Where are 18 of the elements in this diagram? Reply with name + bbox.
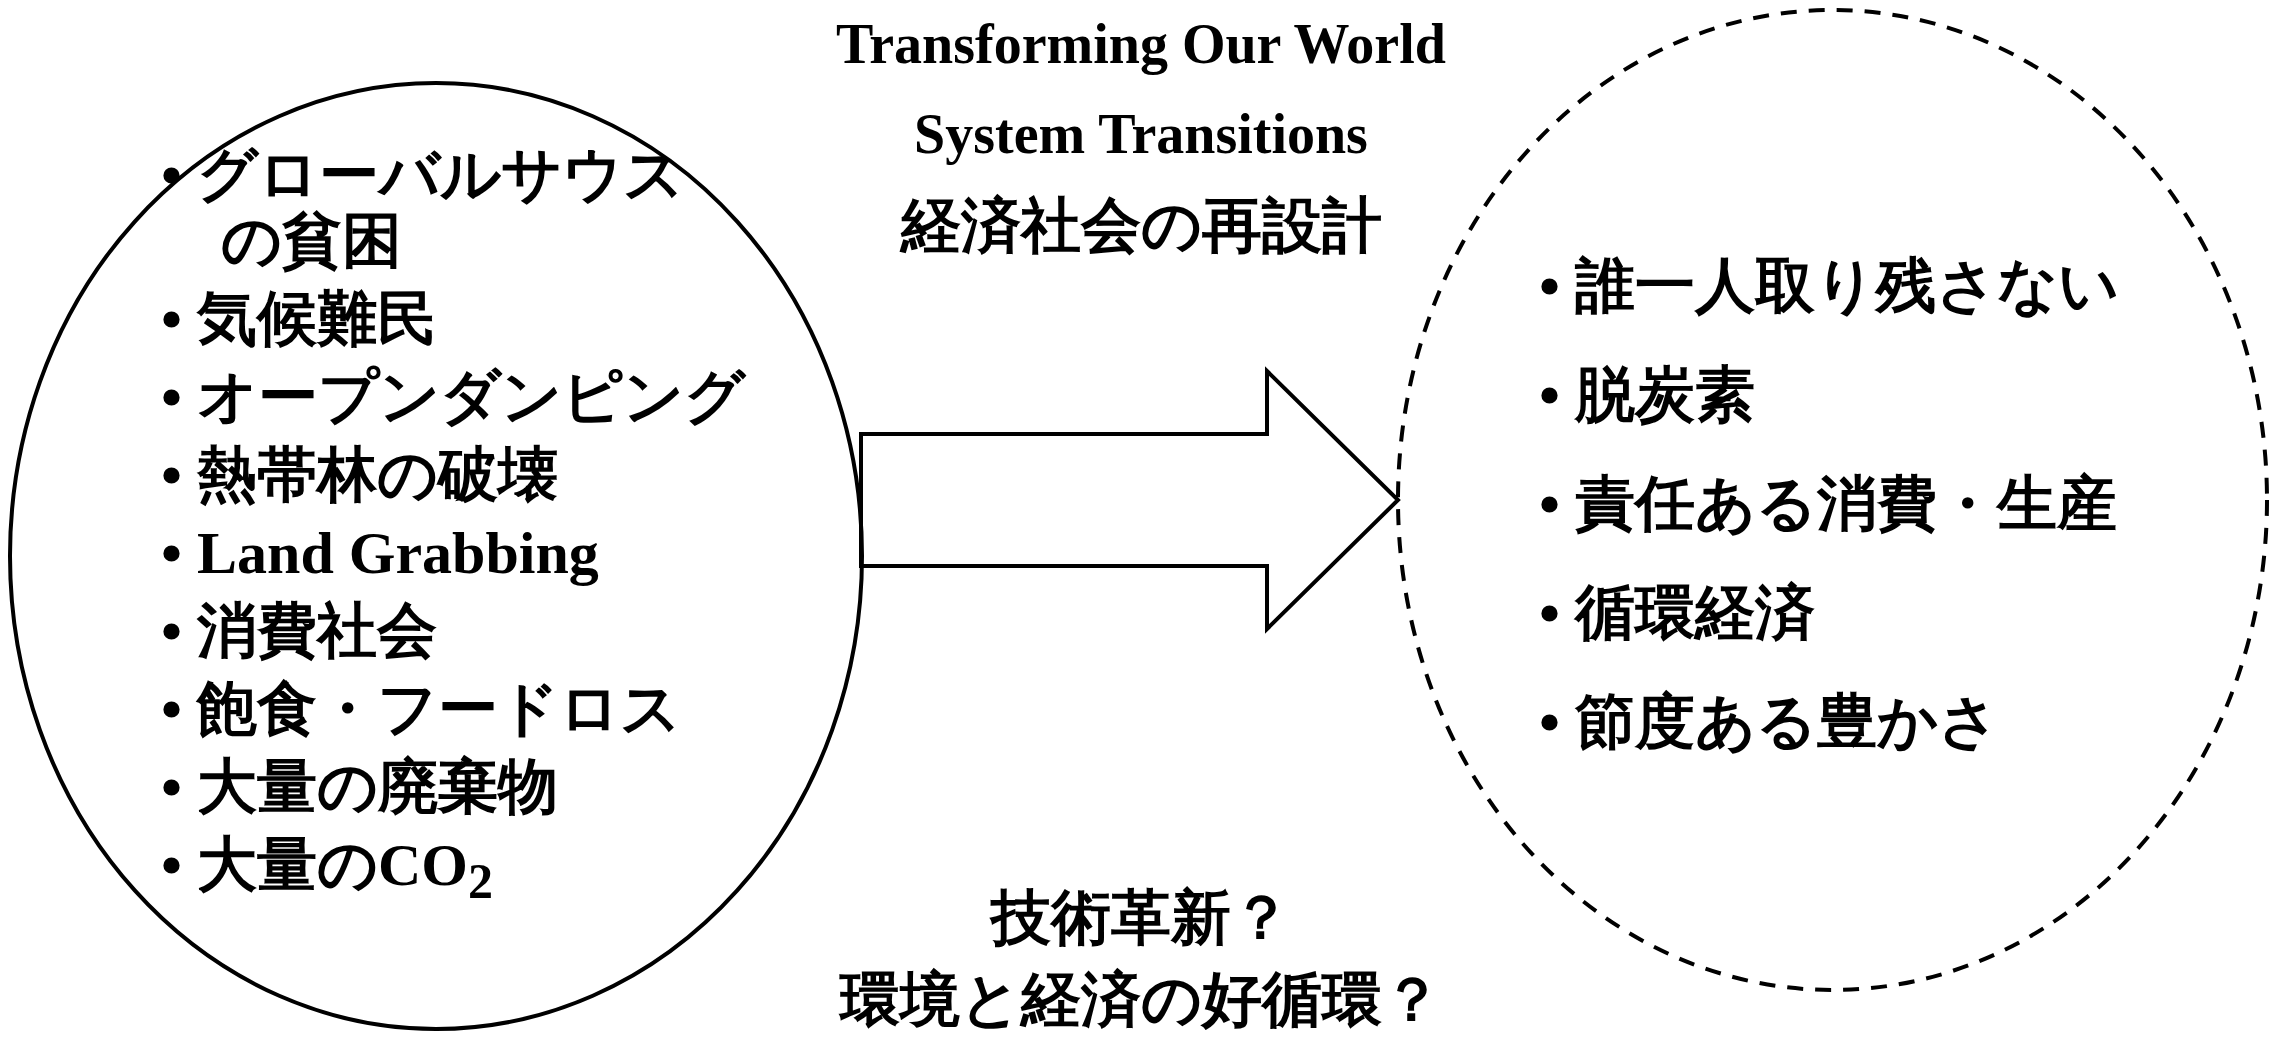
list-item: • 飽食・フードロス bbox=[161, 676, 682, 742]
question-text: 技術革新？ bbox=[991, 883, 1291, 953]
list-item: • 気候難民 bbox=[161, 286, 438, 352]
list-item: • 責任ある消費・生産 bbox=[1539, 471, 2118, 537]
list-item: • 循環経済 bbox=[1539, 580, 1816, 646]
list-item: • 節度ある豊かさ bbox=[1539, 689, 2000, 755]
title: Transforming Our World System Transitions bbox=[835, 12, 1447, 167]
list-item: • 大量のCO$_{2}$ bbox=[161, 832, 494, 911]
list-item: • オープンダンピング bbox=[161, 364, 745, 430]
list-item: • 誰一人取り残さない bbox=[1539, 253, 2119, 319]
list-item: • 消費社会 bbox=[161, 598, 438, 664]
list-item: • 脱炭素 bbox=[1539, 362, 1756, 428]
list-item: • 大量の廃棄物 bbox=[161, 754, 559, 820]
subtitle: 経済社会の再設計 bbox=[900, 191, 1382, 261]
list-item: • 熱帯林の破壊 bbox=[161, 442, 559, 508]
list-item: • Land Grabbing bbox=[161, 520, 600, 586]
question-text: 環境と経済の好循環？ bbox=[840, 965, 1442, 1035]
block-arrow bbox=[859, 366, 1401, 634]
